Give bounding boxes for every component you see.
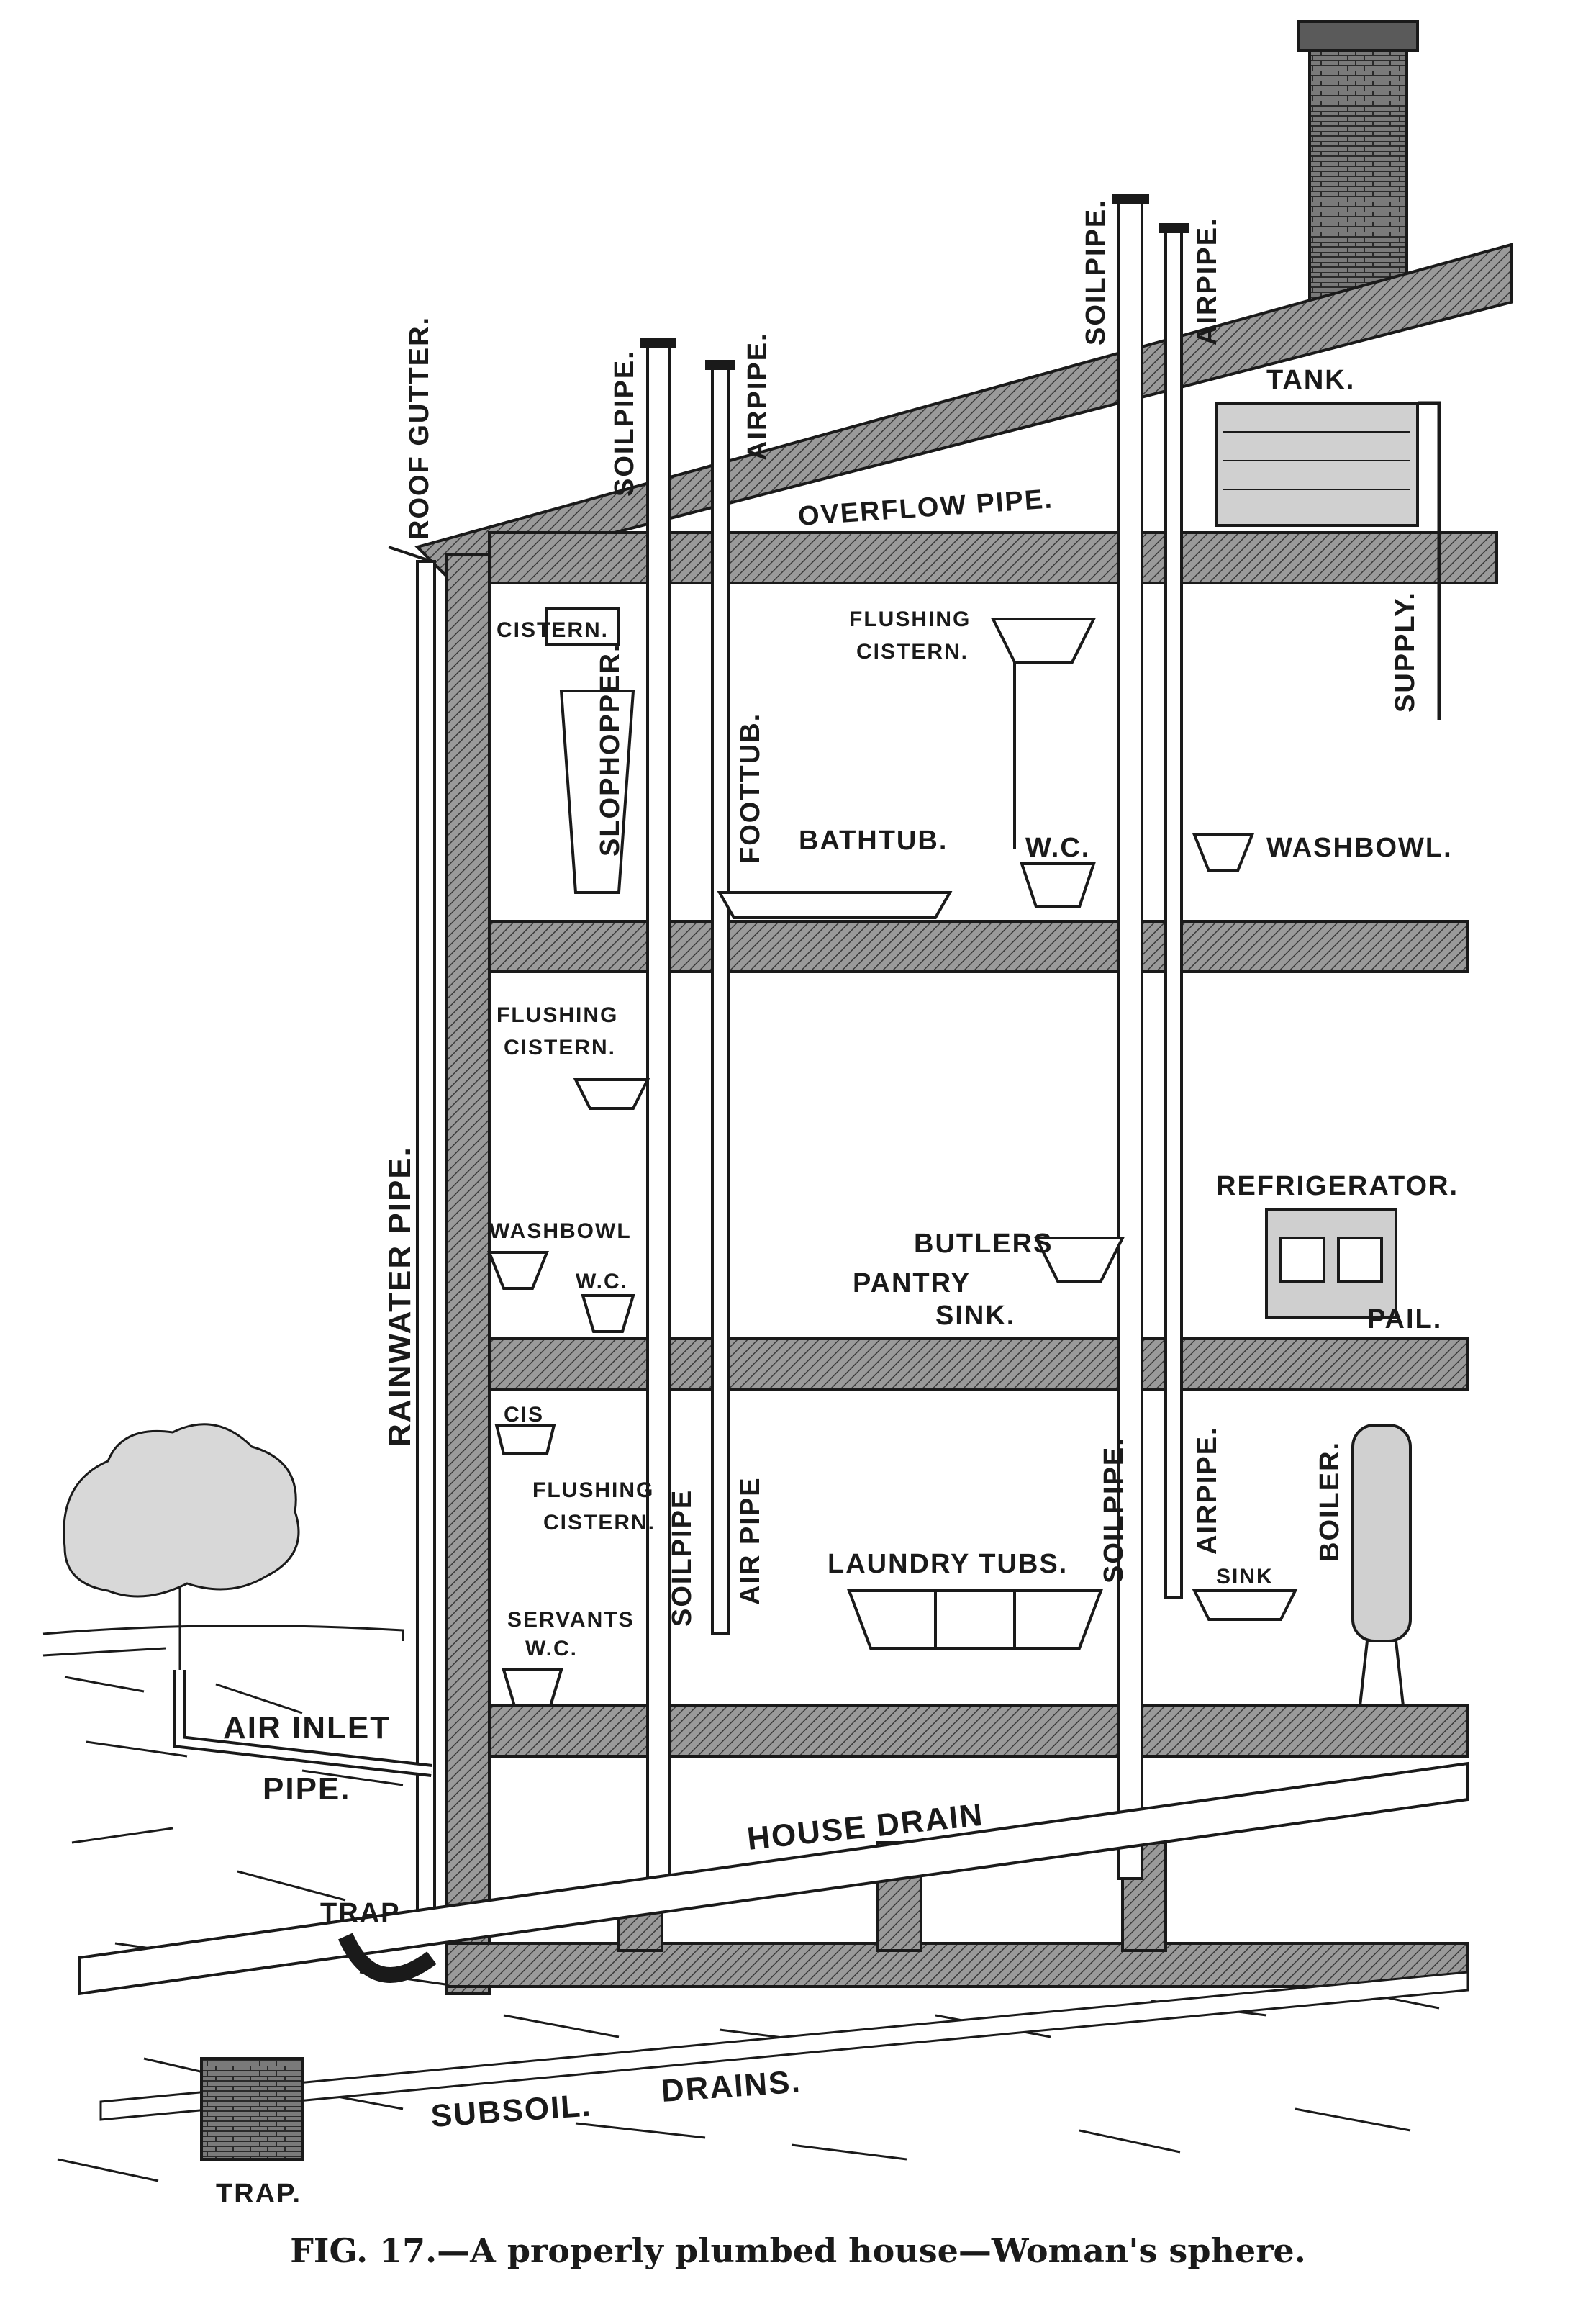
label-cistern: CISTERN. (497, 618, 609, 642)
fixtures (487, 607, 1412, 1707)
first-floor (488, 1337, 1469, 1391)
label-bathtub: BATHTUB. (799, 826, 948, 856)
label-rainwater-pipe: RAINWATER PIPE. (382, 1146, 417, 1447)
soil-pipe-right (1117, 200, 1143, 1880)
air-pipe-left (711, 366, 730, 1635)
label-trap-upper: TRAP (320, 1898, 400, 1928)
label-foottub: FOOTTUB. (735, 713, 766, 864)
house-drain (78, 1761, 1469, 1996)
label-soilpipe-top-left: SOILPIPE. (609, 350, 640, 497)
label-pipe: PIPE. (263, 1771, 351, 1807)
label-pantry: PANTRY (853, 1268, 971, 1298)
label-subsoil: SUBSOIL. (430, 2087, 593, 2133)
label-flushing-cistern-mid-2: CISTERN. (504, 1036, 616, 1059)
label-butlers: BUTLERS (914, 1229, 1053, 1259)
trap-curve (337, 1933, 437, 1983)
label-flushing-cistern-low-1: FLUSHING (532, 1478, 654, 1502)
label-servants: SERVANTS (507, 1608, 635, 1632)
label-soilpipe-top-right: SOILPIPE. (1081, 199, 1111, 345)
label-slophopper: SLOPHOPPER. (595, 643, 625, 857)
tree (63, 1423, 300, 1670)
subsoil-drain (99, 1971, 1469, 2121)
label-refrigerator: REFRIGERATOR. (1216, 1171, 1459, 1201)
label-soilpipe-low-left: SOILPIPE (667, 1489, 697, 1627)
label-wc-mid: W.C. (576, 1270, 628, 1293)
soil-pipe-left (646, 344, 671, 1894)
label-washbowl-top: WASHBOWL. (1266, 833, 1453, 863)
second-floor (488, 920, 1469, 973)
label-cistern-low: CIS (504, 1403, 544, 1427)
label-supply: SUPPLY. (1390, 591, 1420, 713)
label-air-inlet: AIR INLET (223, 1710, 391, 1745)
label-washbowl-mid: WASHBOWL (489, 1219, 632, 1243)
label-overflow-pipe: OVERFLOW PIPE. (797, 484, 1054, 532)
roof (414, 243, 1513, 578)
label-sink-mid: SINK. (935, 1301, 1015, 1331)
label-wc-low: W.C. (525, 1637, 578, 1660)
label-flushing-cistern-top-1: FLUSHING (849, 607, 971, 631)
label-boiler: BOILER. (1315, 1441, 1345, 1562)
label-drains: DRAINS. (660, 2064, 802, 2108)
attic-floor (488, 531, 1498, 584)
label-roof-gutter: ROOF GUTTER. (404, 316, 435, 540)
label-laundry-tubs: LAUNDRY TUBS. (828, 1549, 1068, 1579)
label-tank: TANK. (1266, 365, 1355, 395)
label-sink-low: SINK (1216, 1565, 1274, 1589)
trap-box (200, 2057, 304, 2161)
label-trap-lower: TRAP. (216, 2179, 301, 2209)
label-pail: PAIL. (1367, 1304, 1442, 1334)
foundation (445, 1942, 1469, 1988)
basement-floor (488, 1704, 1469, 1758)
chimney (1308, 27, 1408, 311)
figure-caption: FIG. 17.—A properly plumbed house—Woman'… (290, 2231, 1306, 2270)
label-airpipe-top-right: AIRPIPE. (1192, 217, 1223, 345)
label-flushing-cistern-low-2: CISTERN. (543, 1511, 656, 1535)
label-flushing-cistern-top-2: CISTERN. (856, 640, 969, 664)
label-wc-top: W.C. (1025, 833, 1090, 863)
label-airpipe-top-left: AIRPIPE. (743, 332, 773, 461)
label-flushing-cistern-mid-1: FLUSHING (497, 1003, 618, 1027)
tank (1215, 402, 1419, 527)
label-air-pipe-low: AIR PIPE (735, 1476, 766, 1605)
diagram-labels: ROOF GUTTER. SOILPIPE. AIRPIPE. SOILPIPE… (216, 199, 1459, 2209)
outer-wall (445, 553, 491, 1995)
label-airpipe-low-right: AIRPIPE. (1192, 1426, 1223, 1555)
air-pipe-right (1164, 229, 1183, 1599)
label-soilpipe-low-right: SOILPIPE. (1099, 1437, 1129, 1583)
